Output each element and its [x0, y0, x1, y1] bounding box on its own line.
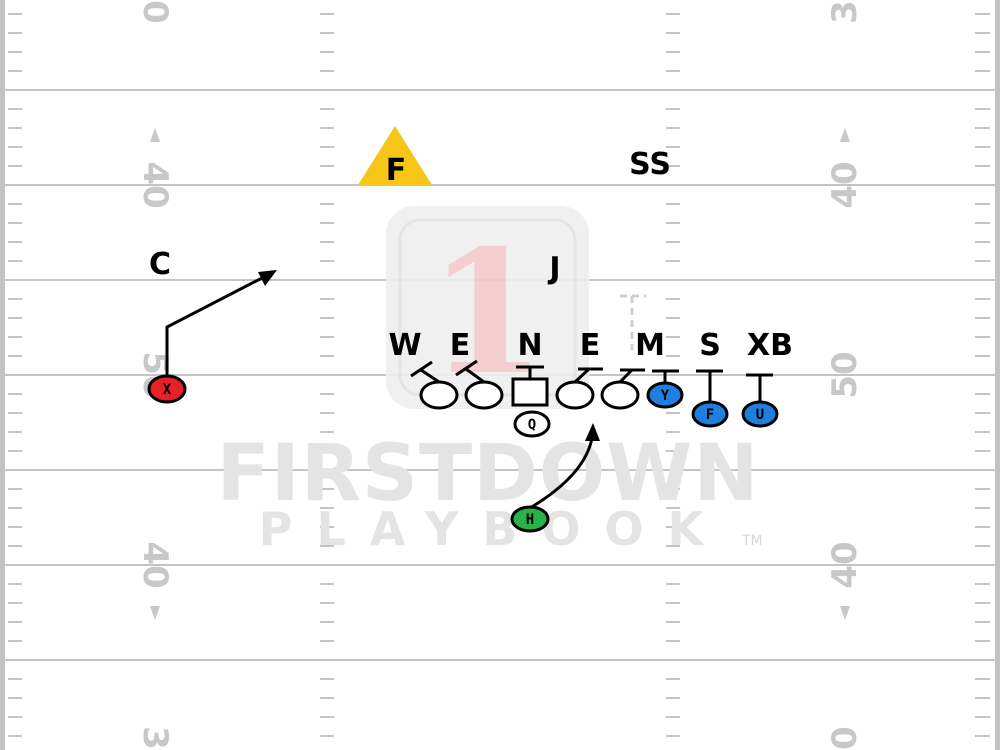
yard-number: 40: [825, 161, 865, 208]
yard-number: 40: [135, 541, 175, 588]
yard-number: 50: [825, 351, 865, 398]
player-q: Q: [513, 410, 551, 438]
player-x: X: [147, 374, 187, 404]
defender-s: S: [699, 328, 721, 363]
offensive-line: [419, 377, 640, 410]
direction-arrow-icon: [150, 606, 160, 620]
yard-number: 3: [135, 726, 175, 750]
defender-m: M: [635, 328, 665, 363]
hash-marks: [8, 13, 990, 737]
defender-f-triangle: [358, 126, 432, 185]
svg-text:H: H: [526, 512, 534, 528]
yard-number: 3: [825, 0, 865, 24]
defender-c: C: [149, 247, 171, 282]
watermark-subtitle: PLAYBOOK: [259, 502, 727, 556]
watermark-trademark: TM: [741, 533, 763, 549]
player-h: H: [510, 505, 550, 533]
defender-xb: XB: [747, 328, 793, 363]
defender-w: W: [388, 328, 421, 363]
logo-tile: [386, 206, 589, 409]
yard-number: 40: [135, 161, 175, 208]
svg-text:X: X: [163, 382, 172, 398]
svg-text:U: U: [756, 407, 764, 423]
player-y: Y: [646, 381, 684, 409]
lineman-rt: [600, 380, 640, 410]
left-sideline: [0, 0, 5, 750]
yard-number: 40: [825, 541, 865, 588]
defender-j: J: [547, 251, 560, 286]
h-route: [529, 437, 594, 510]
right-sideline: [995, 0, 1000, 750]
svg-text:F: F: [706, 407, 714, 423]
lineman-center: [511, 377, 549, 407]
player-u: U: [741, 400, 779, 428]
yard-number: 0: [135, 0, 175, 24]
watermark-title: FIRSTDOWN: [216, 429, 759, 519]
defender-n: N: [517, 328, 542, 363]
defender-e-right: E: [580, 328, 601, 363]
direction-arrow-icon: [150, 128, 160, 142]
lineman-lg: [464, 380, 504, 410]
defender-e-left: E: [450, 328, 471, 363]
route-arrow-icon: [258, 270, 277, 286]
lineman-rg: [555, 380, 595, 410]
player-f: F: [691, 400, 729, 428]
watermark-logo: 1: [386, 206, 589, 413]
block-markers: [410, 359, 773, 402]
route-arrow-icon: [585, 423, 600, 441]
direction-arrow-icon: [840, 606, 850, 620]
yard-number: 0: [825, 726, 865, 750]
lineman-lt: [419, 380, 459, 410]
direction-arrow-icon: [840, 128, 850, 142]
svg-text:Y: Y: [661, 388, 670, 404]
svg-text:Q: Q: [528, 417, 536, 433]
defender-ss: SS: [629, 147, 671, 182]
defender-f-label: F: [386, 153, 407, 188]
x-route: [165, 276, 263, 382]
ghost-block-marker: [620, 294, 646, 350]
